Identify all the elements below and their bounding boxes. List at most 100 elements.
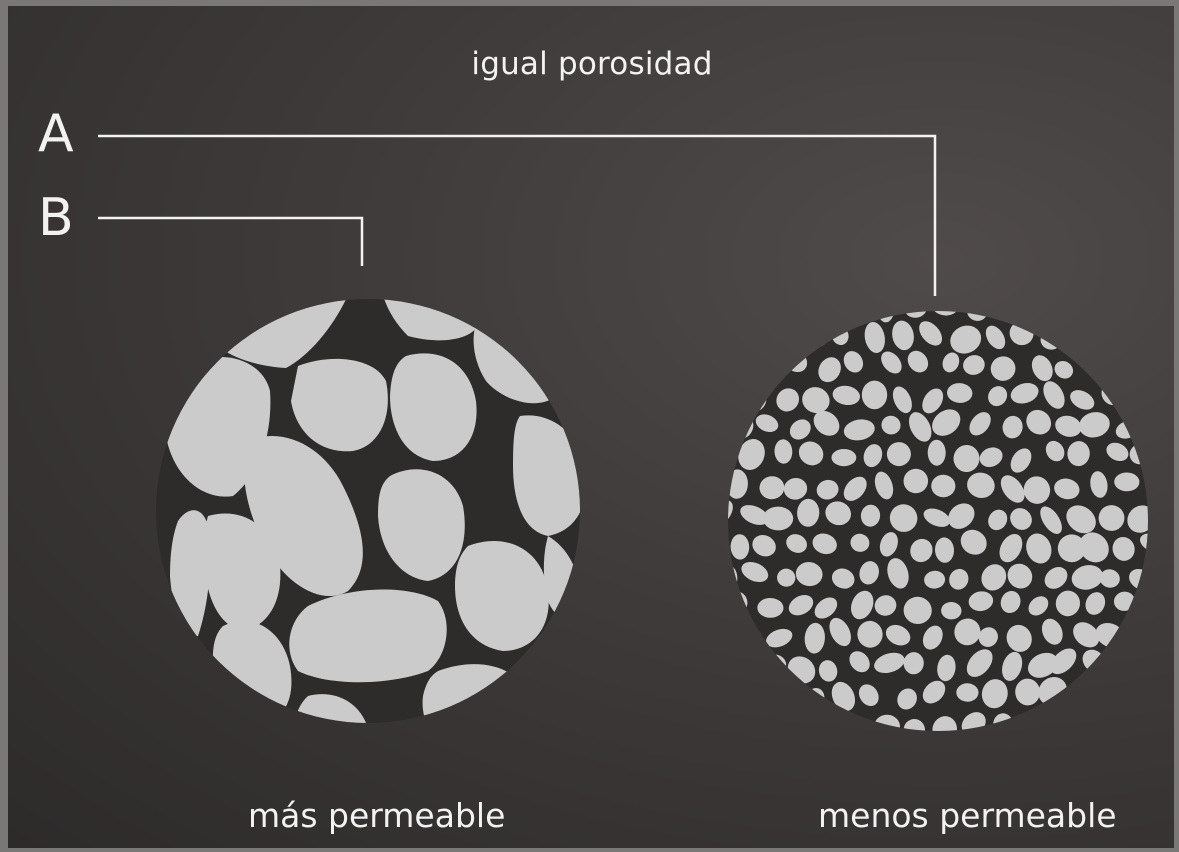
fine-grain xyxy=(1055,590,1081,617)
fine-grain xyxy=(738,439,765,470)
fine-grain xyxy=(903,652,924,675)
fine-grain xyxy=(1066,505,1096,534)
fine-grain xyxy=(907,350,929,373)
fine-grain xyxy=(825,501,852,526)
fine-grain xyxy=(857,620,883,648)
fine-grain xyxy=(1002,415,1023,439)
fine-grain xyxy=(776,388,800,412)
fine-grain xyxy=(887,558,909,589)
fine-grain xyxy=(968,591,994,612)
fine-grain xyxy=(1113,591,1135,611)
fine-grain xyxy=(874,652,905,673)
fine-grain xyxy=(934,537,955,563)
fine-grain xyxy=(1079,532,1109,563)
leader-line-a xyxy=(98,134,937,296)
fine-grain xyxy=(1007,563,1033,589)
fine-grain xyxy=(932,409,961,436)
fine-grain xyxy=(1114,472,1140,492)
fine-grain xyxy=(1031,355,1053,382)
fine-grain xyxy=(814,597,838,619)
fine-grain xyxy=(1023,476,1051,504)
fine-grain xyxy=(832,385,860,406)
fine-grain xyxy=(1000,475,1025,503)
fine-grain xyxy=(897,688,917,710)
fine-grain xyxy=(978,627,998,647)
fine-grain xyxy=(1006,624,1032,652)
fine-grain xyxy=(759,476,785,500)
fine-grain xyxy=(969,412,991,436)
fine-grain xyxy=(922,625,943,650)
fine-grain xyxy=(843,476,867,501)
fine-grain xyxy=(954,618,981,646)
fine-grain xyxy=(788,595,814,616)
fine-grain xyxy=(1090,471,1108,498)
fine-grain xyxy=(829,617,851,647)
fine-grain xyxy=(860,504,881,527)
fine-grain xyxy=(763,506,794,531)
fine-grain xyxy=(1054,361,1074,379)
fine-grain xyxy=(843,351,864,373)
fine-grain xyxy=(1045,440,1065,462)
fine-grain xyxy=(981,564,1007,591)
fine-grain xyxy=(979,447,1003,468)
fine-grain xyxy=(831,449,857,467)
fine-grain xyxy=(730,534,750,560)
fine-grain xyxy=(903,596,932,625)
fine-grain xyxy=(966,649,993,677)
fine-grain xyxy=(1026,712,1046,731)
fine-grain xyxy=(1073,622,1100,648)
fine-grain xyxy=(1027,652,1058,678)
fine-grain xyxy=(903,468,929,494)
fine-grain xyxy=(774,439,793,464)
fine-grain xyxy=(1106,442,1129,462)
fine-grain xyxy=(879,532,898,557)
diagram-panel: igual porosidad A B xyxy=(8,6,1174,848)
diagram-title: igual porosidad xyxy=(471,46,713,82)
fine-grain xyxy=(874,714,900,731)
fine-grain xyxy=(1085,592,1106,615)
fine-grain xyxy=(886,442,911,467)
fine-grain xyxy=(1010,448,1032,473)
fine-grain xyxy=(881,351,902,374)
fine-grain xyxy=(953,445,980,472)
fine-grain xyxy=(864,321,885,354)
fine-grain xyxy=(786,534,807,553)
fine-grain xyxy=(881,415,901,435)
fine-grain xyxy=(798,441,824,466)
fine-grain xyxy=(812,533,837,555)
fine-grain xyxy=(863,444,883,468)
fine-grain xyxy=(740,505,769,525)
caption-left: más permeable xyxy=(248,796,506,835)
fine-grain xyxy=(874,595,897,616)
fine-grain xyxy=(831,568,855,589)
fine-grain xyxy=(932,716,957,731)
fine-grain xyxy=(850,590,874,620)
fine-grain xyxy=(950,325,982,354)
fine-grain xyxy=(1055,415,1082,437)
fine-grain xyxy=(877,311,895,323)
fine-grain xyxy=(988,509,1008,531)
fine-grain xyxy=(813,410,840,436)
fine-grain xyxy=(1057,534,1086,563)
fine-grain xyxy=(908,412,932,442)
fine-grain xyxy=(818,357,841,383)
fine-grain xyxy=(849,651,870,673)
fine-grain xyxy=(1015,678,1041,706)
fine-grain xyxy=(889,504,918,532)
fine-grain xyxy=(949,568,969,590)
fine-grain xyxy=(1010,383,1039,404)
fine-grain xyxy=(922,388,944,414)
fine-grain xyxy=(861,380,888,410)
fine-grain xyxy=(924,570,946,589)
fine-grain xyxy=(752,535,776,557)
fine-grain xyxy=(937,654,956,682)
fine-grain xyxy=(777,568,796,587)
fine-grain xyxy=(1070,390,1095,410)
fine-grain xyxy=(1010,508,1032,530)
fine-grain xyxy=(942,352,960,373)
fine-grain xyxy=(1054,478,1080,500)
fine-grain xyxy=(923,508,950,527)
fine-grain xyxy=(1002,651,1023,681)
diagram-graphics xyxy=(98,134,1148,731)
